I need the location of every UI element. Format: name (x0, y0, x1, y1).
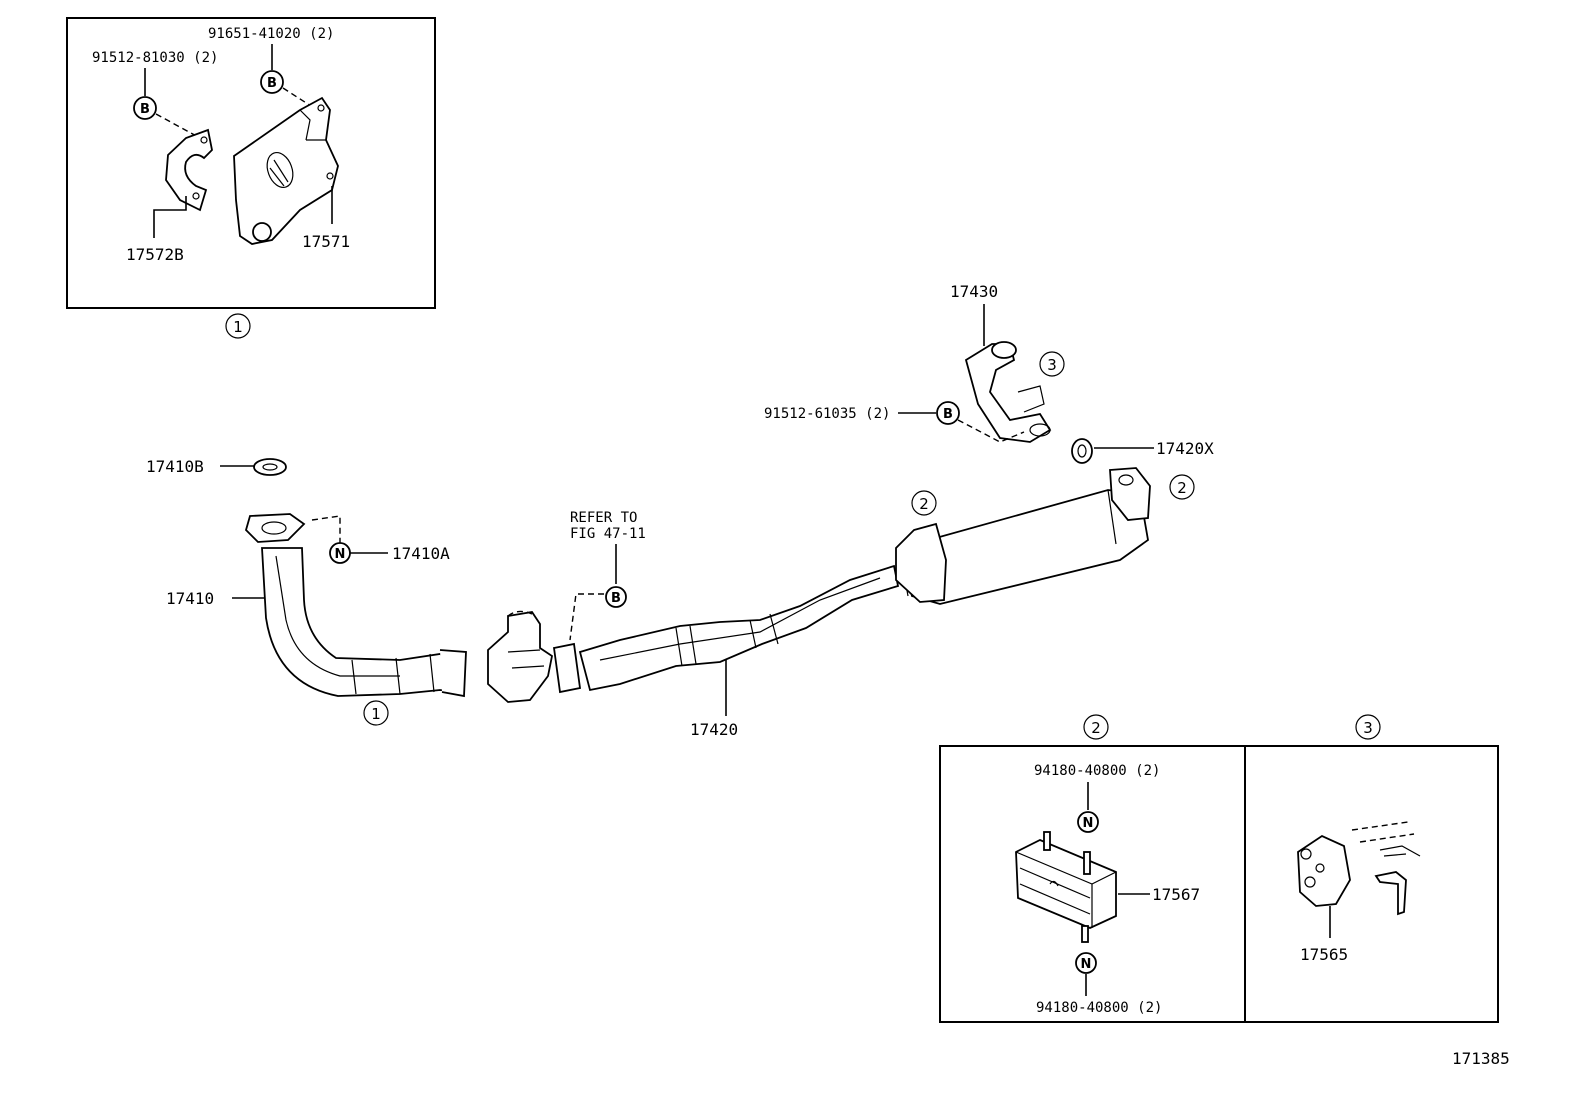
mount-17567 (1015, 839, 1117, 929)
callout-3-inset (1355, 714, 1381, 740)
callout-2-left (911, 490, 937, 516)
callout-1-main-number: 1 (371, 705, 381, 723)
nut-symbol-17410a-letter: N (335, 547, 346, 562)
gasket-17420x (1071, 438, 1093, 464)
label-17572b: 17572B (126, 245, 184, 264)
label-17410: 17410 (166, 589, 214, 608)
front-pipe-group: 17410B N 17410A 17410 1 (146, 457, 467, 726)
nut-symbol-top-letter: N (1083, 816, 1094, 831)
label-17565: 17565 (1300, 945, 1348, 964)
label-17420: 17420 (690, 720, 738, 739)
inset-1-frame (66, 17, 436, 309)
figure-number: 171385 (1452, 1049, 1510, 1068)
callout-2-right (1169, 474, 1195, 500)
muffler-bracket-right (1109, 467, 1151, 521)
callout-1-inset (225, 313, 251, 339)
inset-3-group: 3 17565 (1244, 714, 1499, 1023)
bolt-symbol-refer-letter: B (611, 591, 621, 606)
label-94180-40800-bottom: 94180-40800 (2) (1036, 1000, 1162, 1016)
catalytic-converter-group: REFER TO FIG 47-11 B (487, 510, 646, 703)
inset-1-group: 91651-41020 (2) 91512-81030 (2) B B 1757… (66, 17, 436, 339)
label-94180-40800-top: 94180-40800 (2) (1034, 763, 1160, 779)
bolt-symbol-left (133, 96, 157, 120)
label-17430: 17430 (950, 282, 998, 301)
bolt-symbol-tail (936, 401, 960, 425)
bolt-symbol-left-letter: B (140, 102, 150, 117)
label-17571: 17571 (302, 232, 350, 251)
refer-to-line-1: REFER TO (570, 510, 637, 526)
callout-2-right-number: 2 (1177, 479, 1187, 497)
nut-symbol-bottom (1075, 952, 1097, 974)
tail-pipe-17430 (964, 343, 1052, 443)
tail-pipe-group: 17430 3 91512-61035 (2) B 17420X (764, 282, 1214, 464)
label-17420x: 17420X (1156, 439, 1214, 458)
callout-3-main-number: 3 (1047, 356, 1057, 374)
refer-to-line-2: FIG 47-11 (570, 526, 646, 542)
bolt-symbol-right-letter: B (267, 76, 277, 91)
bracket-17571 (233, 96, 339, 245)
callout-2-inset (1083, 714, 1109, 740)
hanger-17565 (1297, 834, 1351, 907)
center-pipe-17420 (578, 564, 900, 692)
callout-2-inset-number: 2 (1091, 719, 1101, 737)
bolt-symbol-tail-letter: B (943, 407, 953, 422)
label-17567: 17567 (1152, 885, 1200, 904)
callout-1-inset-number: 1 (233, 318, 243, 336)
callout-3-inset-number: 3 (1363, 719, 1373, 737)
label-17410b: 17410B (146, 457, 204, 476)
gasket-17410b (253, 458, 287, 476)
nut-symbol-bottom-letter: N (1081, 957, 1092, 972)
front-pipe-flange (244, 513, 306, 543)
callout-3-main (1039, 351, 1065, 377)
muffler-group: 2 2 (895, 467, 1195, 605)
bolt-symbol-refer (605, 586, 627, 608)
nut-symbol-top (1077, 811, 1099, 833)
label-91651-41020: 91651-41020 (2) (208, 26, 334, 42)
bolt-symbol-right (260, 70, 284, 94)
inset-2-group: 2 94180-40800 (2) N 17567 N 94180-40800 … (939, 714, 1246, 1023)
label-17410a: 17410A (392, 544, 450, 563)
label-91512-61035: 91512-61035 (2) (764, 406, 890, 422)
inset-3-frame (1244, 745, 1499, 1023)
center-pipe-group: 17420 (552, 564, 900, 739)
callout-2-left-number: 2 (919, 495, 929, 513)
muffler-bracket-left (895, 522, 947, 603)
callout-1-main (363, 700, 389, 726)
label-91512-81030: 91512-81030 (2) (92, 50, 218, 66)
catalytic-converter (487, 611, 554, 703)
clamp-17572b (165, 128, 213, 212)
